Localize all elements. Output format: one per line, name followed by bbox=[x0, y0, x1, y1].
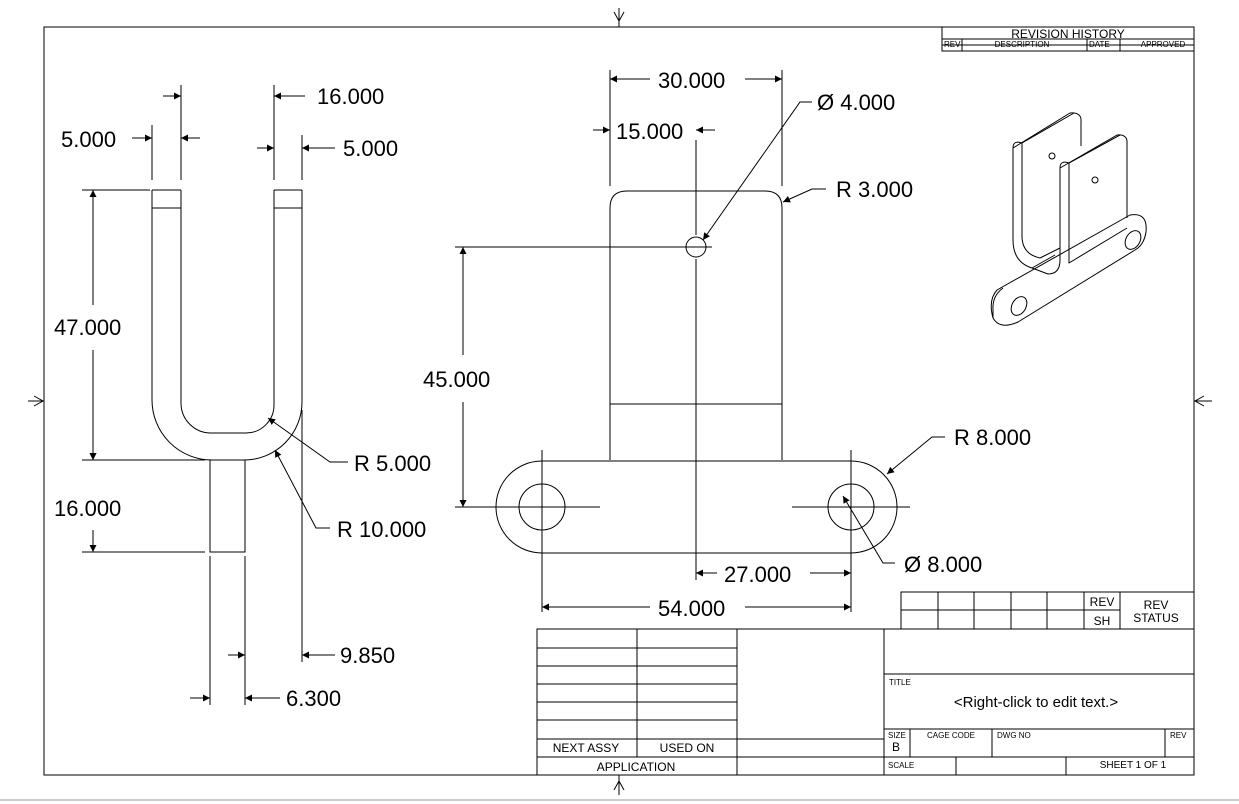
dim-left-wall: 5.000 bbox=[61, 127, 116, 152]
dim-hole-height: 45.000 bbox=[423, 367, 490, 392]
dim-corner-radius: R 3.000 bbox=[836, 177, 913, 202]
description-col: DESCRIPTION bbox=[995, 40, 1050, 49]
dim-inner-radius: R 5.000 bbox=[354, 451, 431, 476]
rev-status-label-2: STATUS bbox=[1133, 611, 1179, 625]
dim-hole-diameter: Ø 4.000 bbox=[817, 90, 895, 115]
approved-col: APPROVED bbox=[1141, 40, 1186, 49]
dim-outer-radius: R 10.000 bbox=[337, 517, 426, 542]
used-on-label: USED ON bbox=[660, 741, 715, 755]
revision-history-table bbox=[941, 26, 1195, 52]
title-label: TITLE bbox=[889, 678, 911, 687]
sheet-label: SHEET 1 OF 1 bbox=[1100, 760, 1167, 771]
front-view-dimensions bbox=[455, 70, 945, 611]
rev-status-rev: REV bbox=[1090, 595, 1115, 609]
center-marks bbox=[28, 8, 1212, 795]
dim-end-radius: R 8.000 bbox=[954, 425, 1031, 450]
dim-arm-height: 47.000 bbox=[54, 315, 121, 340]
dim-stem-width: 6.300 bbox=[286, 686, 341, 711]
size-value: B bbox=[892, 740, 900, 754]
dim-half-length: 27.000 bbox=[724, 562, 791, 587]
rev-col: REV bbox=[944, 40, 961, 49]
rev-label: REV bbox=[1170, 731, 1187, 740]
side-view-dimensions bbox=[82, 85, 348, 705]
dim-top-width: 16.000 bbox=[317, 84, 384, 109]
size-label: SIZE bbox=[888, 731, 906, 740]
dim-base-length: 54.000 bbox=[658, 596, 725, 621]
title-block bbox=[536, 628, 1195, 776]
dwg-no-label: DWG NO bbox=[997, 731, 1031, 740]
scale-label: SCALE bbox=[888, 761, 914, 770]
dim-end-hole-diameter: Ø 8.000 bbox=[904, 552, 982, 577]
rev-status-label-1: REV bbox=[1144, 598, 1169, 612]
side-view-profile bbox=[151, 189, 303, 553]
rev-status-sh: SH bbox=[1094, 614, 1111, 628]
application-label: APPLICATION bbox=[597, 760, 675, 774]
dim-right-wall: 5.000 bbox=[343, 136, 398, 161]
dim-plate-width: 30.000 bbox=[658, 68, 725, 93]
title-text[interactable]: <Right-click to edit text.> bbox=[954, 694, 1118, 711]
front-view-centerlines bbox=[482, 140, 910, 612]
dim-half-width: 15.000 bbox=[616, 119, 683, 144]
isometric-view bbox=[990, 112, 1147, 326]
dim-stem-height: 16.000 bbox=[54, 496, 121, 521]
next-assy-label: NEXT ASSY bbox=[553, 741, 619, 755]
cage-code-label: CAGE CODE bbox=[927, 731, 975, 740]
date-col: DATE bbox=[1089, 40, 1110, 49]
dim-offset-right: 9.850 bbox=[340, 643, 395, 668]
revision-history-title: REVISION HISTORY bbox=[1011, 27, 1125, 41]
